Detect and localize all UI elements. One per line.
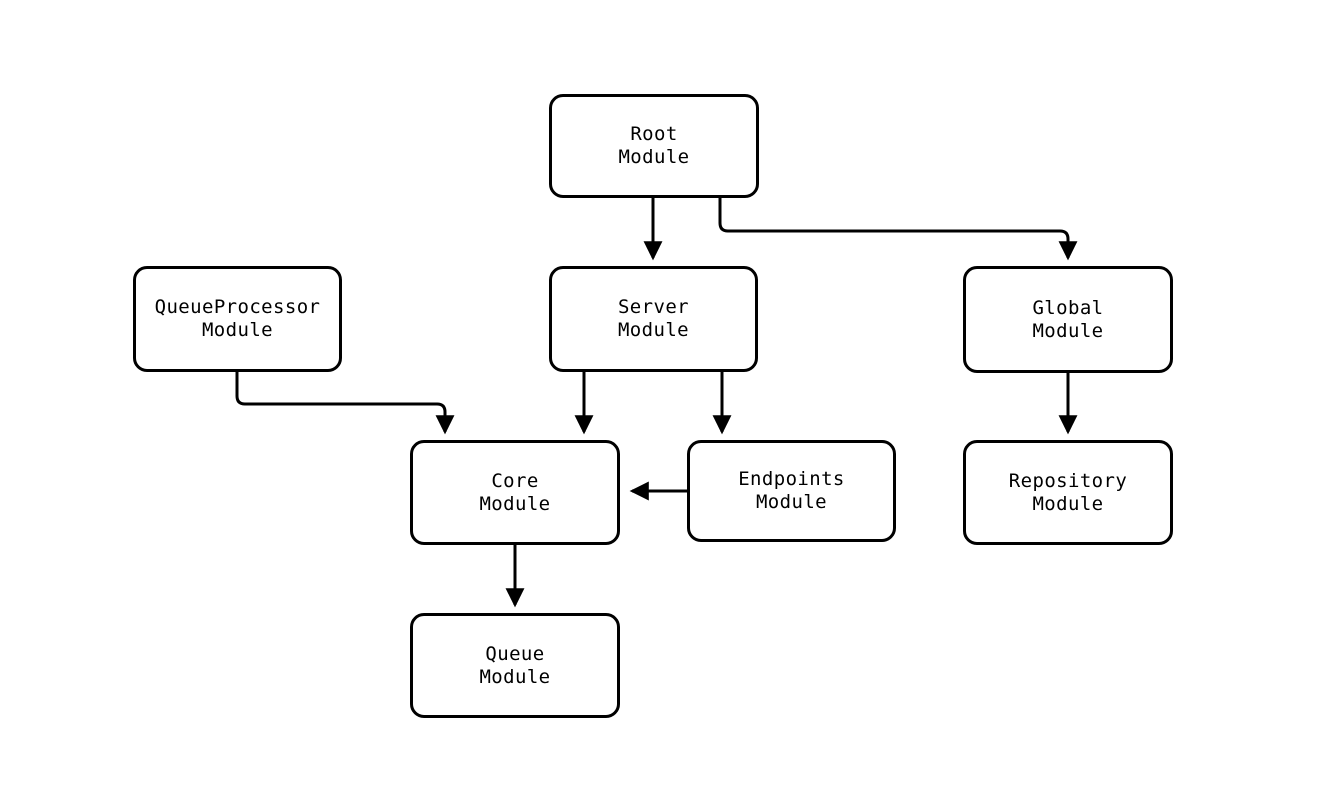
node-label-suffix: Module	[1032, 492, 1104, 515]
node-label-suffix: Module	[479, 665, 551, 688]
edge-queueprocessor-to-core	[235, 372, 455, 435]
node-label-suffix: Module	[201, 319, 274, 341]
node-label-name: Repository	[1008, 469, 1128, 492]
node-label-name: Server	[617, 296, 690, 318]
node-label-name: Endpoints	[738, 468, 845, 490]
node-label-suffix: Module	[618, 146, 690, 168]
node-label-suffix: Module	[479, 492, 551, 515]
node-label-name: Global	[1032, 296, 1104, 319]
node-label-name: Core	[491, 469, 539, 492]
node-label-suffix: Module	[1032, 319, 1104, 342]
node-label-name: Queue	[485, 642, 545, 665]
node-label-suffix: Module	[755, 491, 828, 513]
edge-root-to-global	[718, 198, 1078, 261]
node-label-name: Root	[630, 123, 678, 145]
node-label-name: QueueProcessor	[154, 296, 321, 318]
node-label-suffix: Module	[617, 319, 690, 341]
